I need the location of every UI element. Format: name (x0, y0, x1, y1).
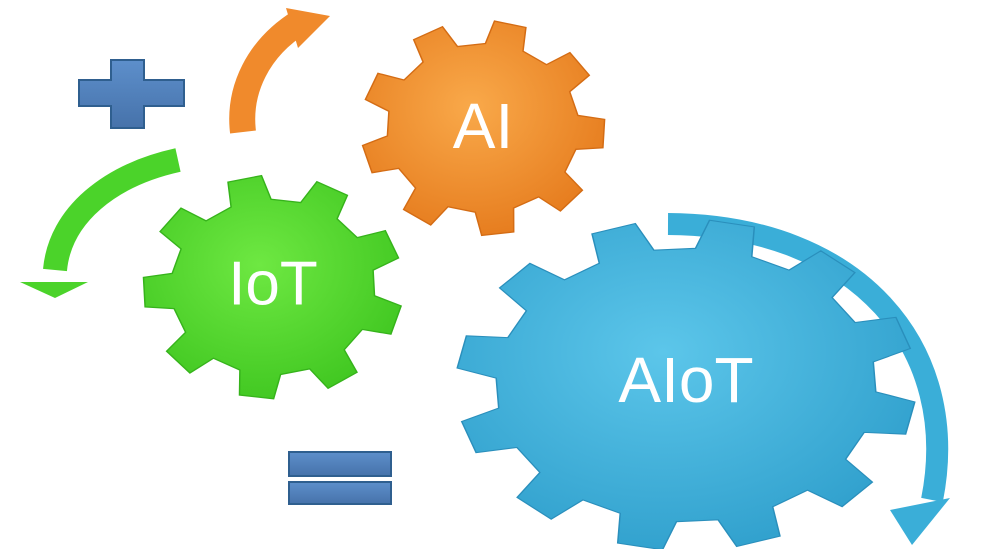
aiot-gear-body (456, 219, 916, 549)
equals-icon (288, 451, 392, 505)
iot-gear-body (142, 174, 403, 400)
orange-curved-arrow (229, 8, 330, 134)
iot-gear-label: IoT (228, 250, 318, 319)
plus-icon (78, 59, 185, 129)
iot-gear (142, 174, 403, 400)
ai-gear-body (361, 20, 606, 237)
green-curved-arrow (20, 148, 181, 298)
aiot-gear-label: AIoT (618, 344, 753, 416)
ai-gear (361, 20, 606, 237)
aiot-gear (456, 219, 916, 549)
ai-gear-label: AI (453, 90, 513, 162)
